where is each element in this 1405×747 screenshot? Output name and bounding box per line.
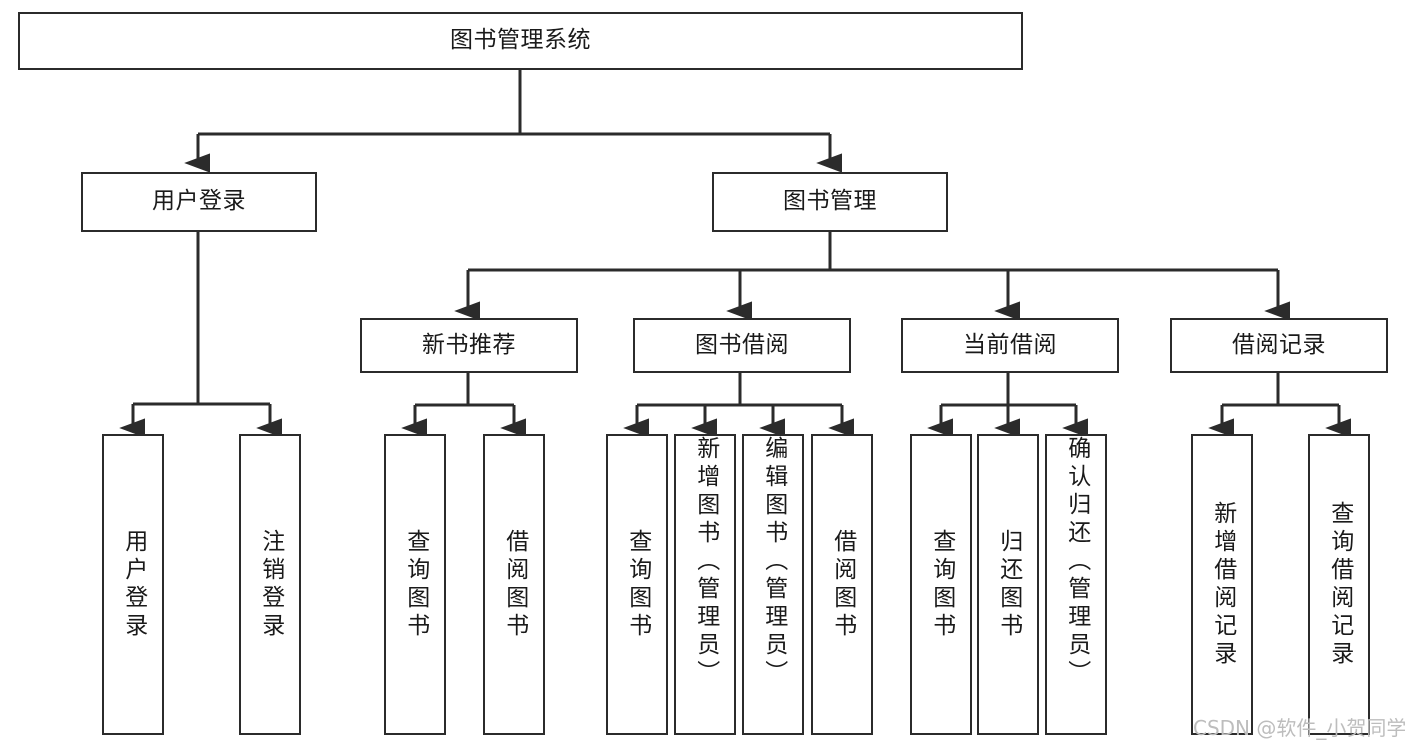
node-label: 查询图书 — [402, 528, 429, 641]
node-label: 归还图书 — [995, 528, 1022, 641]
node-label: 确认归还（管理员） — [1063, 436, 1090, 688]
node-leaf-edit-book-admin[interactable]: 编辑图书（管理员） — [742, 434, 804, 735]
node-borrow-record[interactable]: 借阅记录 — [1170, 318, 1388, 373]
node-leaf-borrow-book-borrow[interactable]: 借阅图书 — [811, 434, 873, 735]
node-label: 图书管理系统 — [450, 27, 591, 54]
node-leaf-add-book-admin[interactable]: 新增图书（管理员） — [674, 434, 736, 735]
node-user-login[interactable]: 用户登录 — [81, 172, 317, 232]
node-label: 当前借阅 — [963, 331, 1057, 358]
node-leaf-query-book-current[interactable]: 查询图书 — [910, 434, 972, 735]
node-label: 查询图书 — [928, 528, 955, 641]
node-leaf-user-login[interactable]: 用户登录 — [102, 434, 164, 735]
node-leaf-query-borrow-record[interactable]: 查询借阅记录 — [1308, 434, 1370, 735]
watermark-text: CSDN @软件_小贺同学 — [1193, 716, 1405, 740]
node-label: 新增图书（管理员） — [692, 436, 719, 688]
node-label: 图书借阅 — [695, 331, 789, 358]
node-leaf-return-book[interactable]: 归还图书 — [977, 434, 1039, 735]
node-leaf-query-book-recommend[interactable]: 查询图书 — [384, 434, 446, 735]
node-current-borrow[interactable]: 当前借阅 — [901, 318, 1119, 373]
node-label: 图书管理 — [783, 188, 877, 215]
node-leaf-borrow-book-recommend[interactable]: 借阅图书 — [483, 434, 545, 735]
node-book-borrow[interactable]: 图书借阅 — [633, 318, 851, 373]
node-leaf-confirm-return-admin[interactable]: 确认归还（管理员） — [1045, 434, 1107, 735]
node-label: 借阅图书 — [501, 528, 528, 641]
node-new-book-recommend[interactable]: 新书推荐 — [360, 318, 578, 373]
node-label: 新书推荐 — [422, 331, 516, 358]
node-leaf-query-book-borrow[interactable]: 查询图书 — [606, 434, 668, 735]
node-label: 新增借阅记录 — [1209, 500, 1236, 669]
node-leaf-logout[interactable]: 注销登录 — [239, 434, 301, 735]
node-label: 编辑图书（管理员） — [760, 436, 787, 688]
node-book-management[interactable]: 图书管理 — [712, 172, 948, 232]
node-label: 注销登录 — [257, 528, 284, 641]
node-label: 查询借阅记录 — [1326, 500, 1353, 669]
node-label: 用户登录 — [120, 528, 147, 641]
node-root-book-management-system[interactable]: 图书管理系统 — [18, 12, 1023, 70]
node-label: 查询图书 — [624, 528, 651, 641]
node-label: 用户登录 — [152, 188, 246, 215]
node-leaf-add-borrow-record[interactable]: 新增借阅记录 — [1191, 434, 1253, 735]
node-label: 借阅记录 — [1232, 331, 1326, 358]
node-label: 借阅图书 — [829, 528, 856, 641]
